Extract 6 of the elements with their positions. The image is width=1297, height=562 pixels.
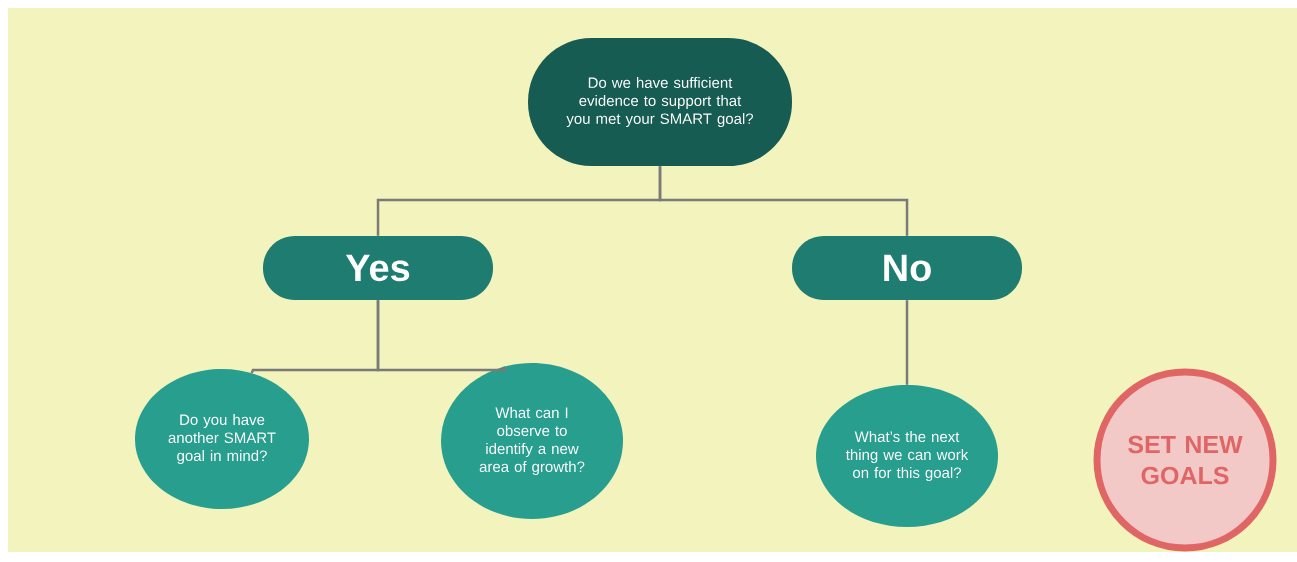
answer-pill: Yes [263, 236, 493, 300]
answer-pill: No [792, 236, 1022, 300]
decision-pill: Do we have sufficient evidence to support that you met your SMART goal? [528, 38, 792, 166]
connector-line [376, 300, 507, 372]
connector-line [905, 300, 909, 385]
connector-line [658, 166, 909, 236]
